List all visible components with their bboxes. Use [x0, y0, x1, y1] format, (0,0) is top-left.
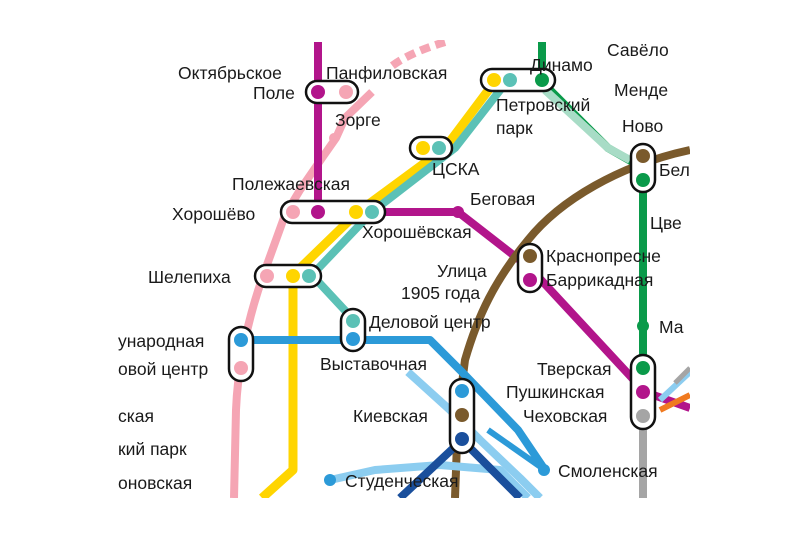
- label-kievskaya: Киевская: [353, 406, 428, 426]
- yellow-line: [258, 77, 500, 502]
- label-barrikadnaya: Баррикадная: [546, 270, 653, 290]
- label-smolenskaya: Смоленская: [558, 461, 658, 481]
- station-dot-shelepikha-teal[interactable]: [302, 269, 316, 283]
- label-petrovsky-park-2: парк: [496, 118, 533, 138]
- station-dot-shelepikha-yellow[interactable]: [286, 269, 300, 283]
- label-begovaya: Беговая: [470, 189, 535, 209]
- label-vystavochnaya: Выставочная: [320, 354, 427, 374]
- station-dot-mayakovskaya[interactable]: [637, 320, 649, 332]
- orange-line: [658, 392, 692, 413]
- label-left-kiy-park: кий парк: [118, 439, 187, 459]
- station-dot-kievskaya-brown[interactable]: [455, 408, 469, 422]
- station-dot-tverskaya-green[interactable]: [636, 361, 650, 375]
- station-dot-khoroshyovo-pink[interactable]: [286, 205, 300, 219]
- label-left-skaya: ская: [118, 406, 154, 426]
- station-dot-inner-zorge: [332, 136, 336, 140]
- label-krasnopresnenskaya: Краснопресне: [546, 246, 661, 266]
- station-dot-chekhovskaya-gray[interactable]: [636, 409, 650, 423]
- brown-line: [451, 146, 691, 499]
- label-petrovsky-park-1: Петровский: [496, 95, 590, 115]
- station-dot-khoroshyovskaya-yellow[interactable]: [349, 205, 363, 219]
- station-dot-dinamo-yellow[interactable]: [487, 73, 501, 87]
- label-studencheskaya: Студенческая: [345, 471, 458, 491]
- lightgreen-line: [542, 87, 632, 164]
- label-novoslobodskaya: Ново: [622, 116, 663, 136]
- label-delovoy-tsentr: Деловой центр: [369, 312, 491, 332]
- station-dot-shelepikha-pink[interactable]: [260, 269, 274, 283]
- mask-top: [0, 0, 809, 40]
- pink-line: [230, 89, 375, 499]
- label-panfilovskaya: Панфиловская: [326, 63, 447, 83]
- station-dot-vystavochnaya-blue[interactable]: [346, 332, 360, 346]
- mask-bottom: [0, 498, 809, 539]
- label-delovoy-tsentr-left: овой центр: [118, 359, 208, 379]
- label-tsvetnoy: Цве: [650, 213, 682, 233]
- gray-right-diag: [673, 366, 692, 385]
- blue-line: [240, 336, 549, 473]
- label-ulitsa-1905-1: Улица: [437, 261, 487, 281]
- label-oktyabrskoe-pole-2: Поле: [253, 83, 295, 103]
- station-dot-barrikadnaya-magenta[interactable]: [523, 273, 537, 287]
- darkblue-line: [397, 437, 465, 501]
- label-dinamo: Динамо: [530, 55, 593, 75]
- label-savelovskaya: Савёло: [607, 40, 669, 60]
- label-mendeleevskaya: Менде: [614, 80, 668, 100]
- label-chekhovskaya: Чеховская: [523, 406, 607, 426]
- label-mezhdunarodnaya: ународная: [118, 331, 204, 351]
- mask-left: [0, 0, 118, 539]
- station-dot-kievskaya-darkblue[interactable]: [455, 432, 469, 446]
- station-dot-mezhdunarodnaya-pink[interactable]: [234, 361, 248, 375]
- label-left-onovskaya: оновская: [118, 473, 192, 493]
- label-tverskaya: Тверская: [537, 359, 612, 379]
- station-dot-pushkinskaya-magenta[interactable]: [636, 385, 650, 399]
- station-dot-oktyabrskoe-magenta[interactable]: [311, 85, 325, 99]
- station-dot-polezhaevskaya-magenta[interactable]: [311, 205, 325, 219]
- station-dot-panfilovskaya-pink[interactable]: [339, 85, 353, 99]
- station-dot-delovoy-teal[interactable]: [346, 314, 360, 328]
- label-khoroshyovo: Хорошёво: [172, 204, 255, 224]
- label-tsska: ЦСКА: [432, 159, 480, 179]
- label-ulitsa-1905-2: 1905 года: [401, 283, 480, 303]
- lightblue-right: [657, 369, 693, 403]
- label-oktyabrskoe-pole-1: Октябрьское: [178, 63, 282, 83]
- label-khoroshyovskaya: Хорошёвская: [362, 222, 472, 242]
- label-polezhaevskaya: Полежаевская: [232, 174, 350, 194]
- darkblue-line-2: [467, 445, 523, 501]
- interchange-dinamo: [479, 67, 557, 93]
- station-dot-smolenskaya[interactable]: [538, 464, 550, 476]
- station-dot-khoroshyovskaya-teal[interactable]: [365, 205, 379, 219]
- station-dot-dinamo-teal[interactable]: [503, 73, 517, 87]
- station-dot-novoslobodskaya-brown[interactable]: [636, 149, 650, 163]
- station-dot-begovaya[interactable]: [452, 206, 464, 218]
- station-dot-kievskaya-blue[interactable]: [455, 384, 469, 398]
- label-mayakovskaya: Ма: [659, 317, 684, 337]
- station-dot-tsska-teal[interactable]: [432, 141, 446, 155]
- lightblue-line-2: [405, 369, 543, 501]
- station-dot-mezhdunarodnaya-blue[interactable]: [234, 333, 248, 347]
- blue-line-smolenskaya: [486, 427, 547, 473]
- station-dot-tsska-yellow[interactable]: [416, 141, 430, 155]
- label-pushkinskaya: Пушкинская: [506, 382, 604, 402]
- pink-line-dashed: [389, 38, 447, 70]
- mask-right: [690, 0, 809, 539]
- station-dot-krasnopresnenskaya-brown[interactable]: [523, 249, 537, 263]
- station-dot-studencheskaya[interactable]: [324, 474, 336, 486]
- label-belorusskaya: Бел: [659, 160, 690, 180]
- station-dot-belorusskaya-green[interactable]: [636, 173, 650, 187]
- label-zorge: Зорге: [335, 110, 381, 130]
- label-shelepikha: Шелепиха: [148, 267, 231, 287]
- station-dot-dinamo-green[interactable]: [535, 73, 549, 87]
